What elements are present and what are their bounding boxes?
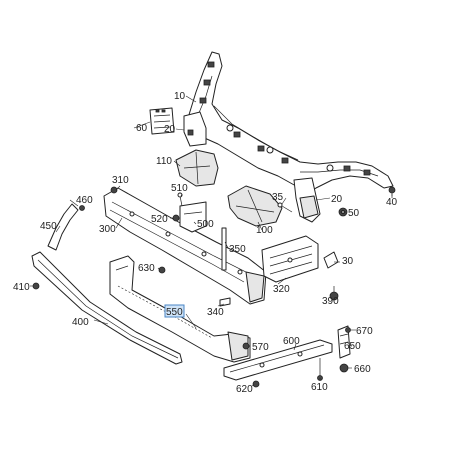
label-570[interactable]: 570 (252, 342, 269, 353)
part-500-bracket (179, 201, 207, 233)
label-340[interactable]: 340 (207, 307, 224, 318)
part-60-control-unit (149, 107, 175, 135)
part-630-nut (158, 266, 166, 274)
label-35[interactable]: 35 (272, 192, 284, 203)
part-340-clip (219, 297, 231, 307)
label-350[interactable]: 350 (229, 244, 246, 255)
part-650-bracket (337, 325, 351, 359)
part-300-impact-beam (103, 187, 267, 305)
part-labels[interactable]: 10 20 60 110 310 510 520 500 300 460 450… (13, 91, 398, 395)
label-610[interactable]: 610 (311, 382, 328, 393)
label-390[interactable]: 390 (322, 296, 339, 307)
label-30[interactable]: 30 (342, 256, 354, 267)
label-670[interactable]: 670 (356, 326, 373, 337)
label-600[interactable]: 600 (283, 336, 300, 347)
label-10[interactable]: 10 (174, 91, 186, 102)
part-10-front-carrier (183, 51, 394, 223)
label-460[interactable]: 460 (76, 195, 93, 206)
part-660-nut (339, 363, 349, 373)
label-550[interactable]: 550 (166, 307, 183, 318)
label-40[interactable]: 40 (386, 197, 398, 208)
highlight-box-550 (164, 304, 185, 318)
label-20[interactable]: 20 (164, 124, 176, 135)
label-50[interactable]: 50 (348, 208, 360, 219)
part-670-clip (345, 327, 351, 333)
label-320[interactable]: 320 (273, 284, 290, 295)
part-100-air-duct (227, 185, 283, 227)
label-310[interactable]: 310 (112, 175, 129, 186)
part-30-clip (323, 251, 339, 269)
label-300[interactable]: 300 (99, 224, 116, 235)
part-35-screw (277, 202, 293, 213)
part-400-side-strip (31, 251, 183, 365)
label-450[interactable]: 450 (40, 221, 57, 232)
part-520-nut (172, 214, 180, 222)
part-310-screw (110, 186, 118, 194)
label-20b[interactable]: 20 (331, 194, 343, 205)
part-620-bolt (252, 380, 260, 388)
label-510[interactable]: 510 (171, 183, 188, 194)
label-620[interactable]: 620 (236, 384, 253, 395)
label-400[interactable]: 400 (72, 317, 89, 328)
label-410[interactable]: 410 (13, 282, 30, 293)
leader-lines (30, 95, 393, 387)
label-110[interactable]: 110 (156, 156, 172, 167)
part-570-screw (242, 342, 250, 350)
part-320-crash-box (261, 235, 319, 283)
label-100[interactable]: 100 (256, 225, 273, 236)
part-450-bracket (47, 203, 79, 251)
part-390-bolt (329, 286, 339, 301)
part-110-air-duct (175, 149, 219, 187)
label-660[interactable]: 660 (354, 364, 371, 375)
part-600-cross-member (223, 339, 333, 381)
part-350-rod (221, 227, 227, 271)
label-500[interactable]: 500 (197, 219, 214, 230)
part-410-screw (32, 282, 40, 290)
label-630[interactable]: 630 (138, 263, 155, 274)
label-60[interactable]: 60 (136, 123, 148, 134)
label-520[interactable]: 520 (151, 214, 168, 225)
part-610-bolt (317, 358, 323, 381)
part-460-clip (79, 205, 85, 211)
label-650[interactable]: 650 (344, 341, 361, 352)
part-550-lower-support (109, 255, 251, 363)
